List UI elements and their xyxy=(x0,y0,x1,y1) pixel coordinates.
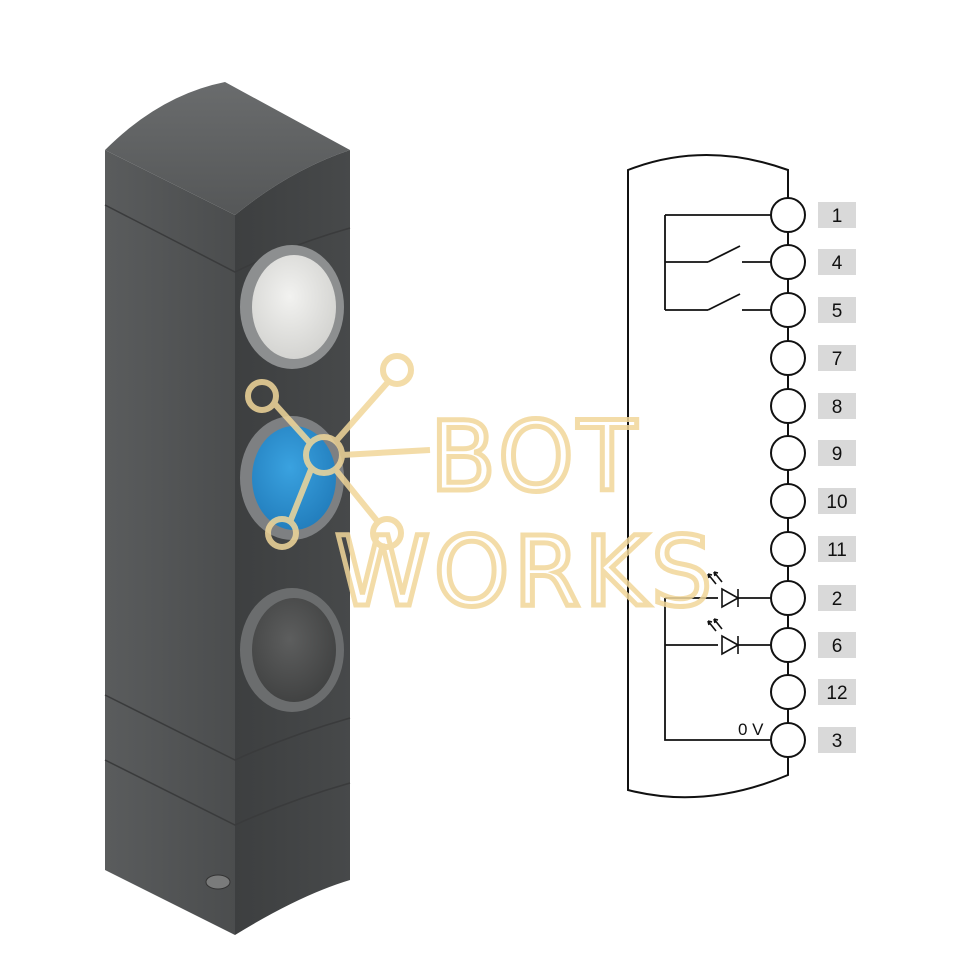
pin-6: 6 xyxy=(770,627,856,663)
watermark-line-2: WORKS xyxy=(335,516,716,628)
middle-button xyxy=(240,416,344,540)
pin-label: 9 xyxy=(832,444,843,465)
pin-label-box xyxy=(818,393,856,419)
pin-label: 5 xyxy=(832,301,843,322)
led-symbol-2 xyxy=(707,618,740,656)
bottom-button xyxy=(240,588,344,712)
ground-label: 0 V xyxy=(738,720,764,739)
housing-top xyxy=(105,82,350,215)
wiring-diagram: 0 V 1 4 5 7 8 9 10 11 2 6 12 3 xyxy=(627,154,856,799)
top-button xyxy=(240,245,344,369)
pin-terminal xyxy=(770,388,806,424)
pin-terminal xyxy=(770,197,806,233)
middle-button-cap xyxy=(252,426,336,530)
pin-terminal xyxy=(770,340,806,376)
pin-label: 11 xyxy=(827,540,847,561)
pin-terminal xyxy=(770,531,806,567)
connector xyxy=(205,874,231,890)
pin-label-box xyxy=(818,536,856,562)
pin-4: 4 xyxy=(770,244,856,280)
pin-label-box xyxy=(818,202,856,228)
pin-7: 7 xyxy=(770,340,856,376)
pin-label-box xyxy=(818,585,856,611)
pin-label-box xyxy=(818,632,856,658)
pin-label: 10 xyxy=(826,492,847,513)
top-button-cap xyxy=(252,255,336,359)
pin-8: 8 xyxy=(770,388,856,424)
watermark-line-1: BOT xyxy=(430,401,640,513)
housing-front-face xyxy=(105,150,235,935)
led-circuits xyxy=(664,597,772,741)
bottom-button-cap xyxy=(252,598,336,702)
pin-label: 7 xyxy=(832,349,843,370)
pin-label-box xyxy=(818,249,856,275)
pin-label: 1 xyxy=(832,206,843,227)
pin-terminal xyxy=(770,435,806,471)
pin-11: 11 xyxy=(770,531,856,567)
pin-5: 5 xyxy=(770,292,856,328)
pin-3: 3 xyxy=(770,722,856,758)
led-symbol-1 xyxy=(707,571,740,609)
pin-10: 10 xyxy=(770,483,856,519)
pin-terminal xyxy=(770,580,806,616)
pin-label-box xyxy=(818,345,856,371)
pin-label: 3 xyxy=(832,731,843,752)
pin-2: 2 xyxy=(770,580,856,616)
pin-terminal xyxy=(770,244,806,280)
push-button-station xyxy=(104,82,351,935)
pin-terminal xyxy=(770,722,806,758)
pin-1: 1 xyxy=(770,197,856,233)
pin-label-box xyxy=(818,297,856,323)
pin-label: 4 xyxy=(832,253,843,274)
diagram-outline xyxy=(627,154,789,799)
pin-terminal xyxy=(770,483,806,519)
pin-label: 8 xyxy=(832,397,843,418)
pin-terminal xyxy=(770,292,806,328)
pin-label-box xyxy=(818,440,856,466)
pin-terminal xyxy=(770,674,806,710)
pin-12: 12 xyxy=(770,674,856,710)
seam-line-bottom-2 xyxy=(104,759,351,826)
pin-label: 6 xyxy=(832,636,843,657)
pin-label: 12 xyxy=(826,683,847,704)
switch-contacts xyxy=(664,214,772,311)
pin-label: 2 xyxy=(832,589,843,610)
pin-label-box xyxy=(818,727,856,753)
seam-line-bottom-1 xyxy=(104,694,351,761)
pin-label-box xyxy=(818,488,856,514)
pin-terminal xyxy=(770,627,806,663)
pin-9: 9 xyxy=(770,435,856,471)
watermark-logo: BOT WORKS xyxy=(245,353,716,631)
pin-label-box xyxy=(818,679,856,705)
